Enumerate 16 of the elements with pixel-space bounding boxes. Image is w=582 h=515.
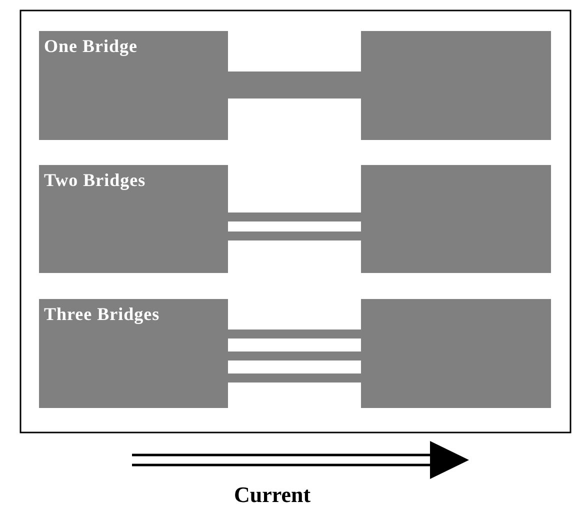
electrode-pad [361,299,551,408]
bridge [228,212,361,222]
axis-label: Current [234,482,311,508]
pad-label: Three Bridges [44,304,160,325]
electrode-pad [361,31,551,140]
electrode-pad [39,31,228,140]
electrode-pad [39,165,228,273]
bridge [228,232,361,240]
electrode-pad [39,299,228,408]
bridge [228,374,361,382]
bridge [228,72,361,98]
pad-label: One Bridge [44,36,138,57]
electrode-pad [361,165,551,273]
bridge [228,330,361,338]
pad-label: Two Bridges [44,170,146,191]
bridge [228,352,361,360]
